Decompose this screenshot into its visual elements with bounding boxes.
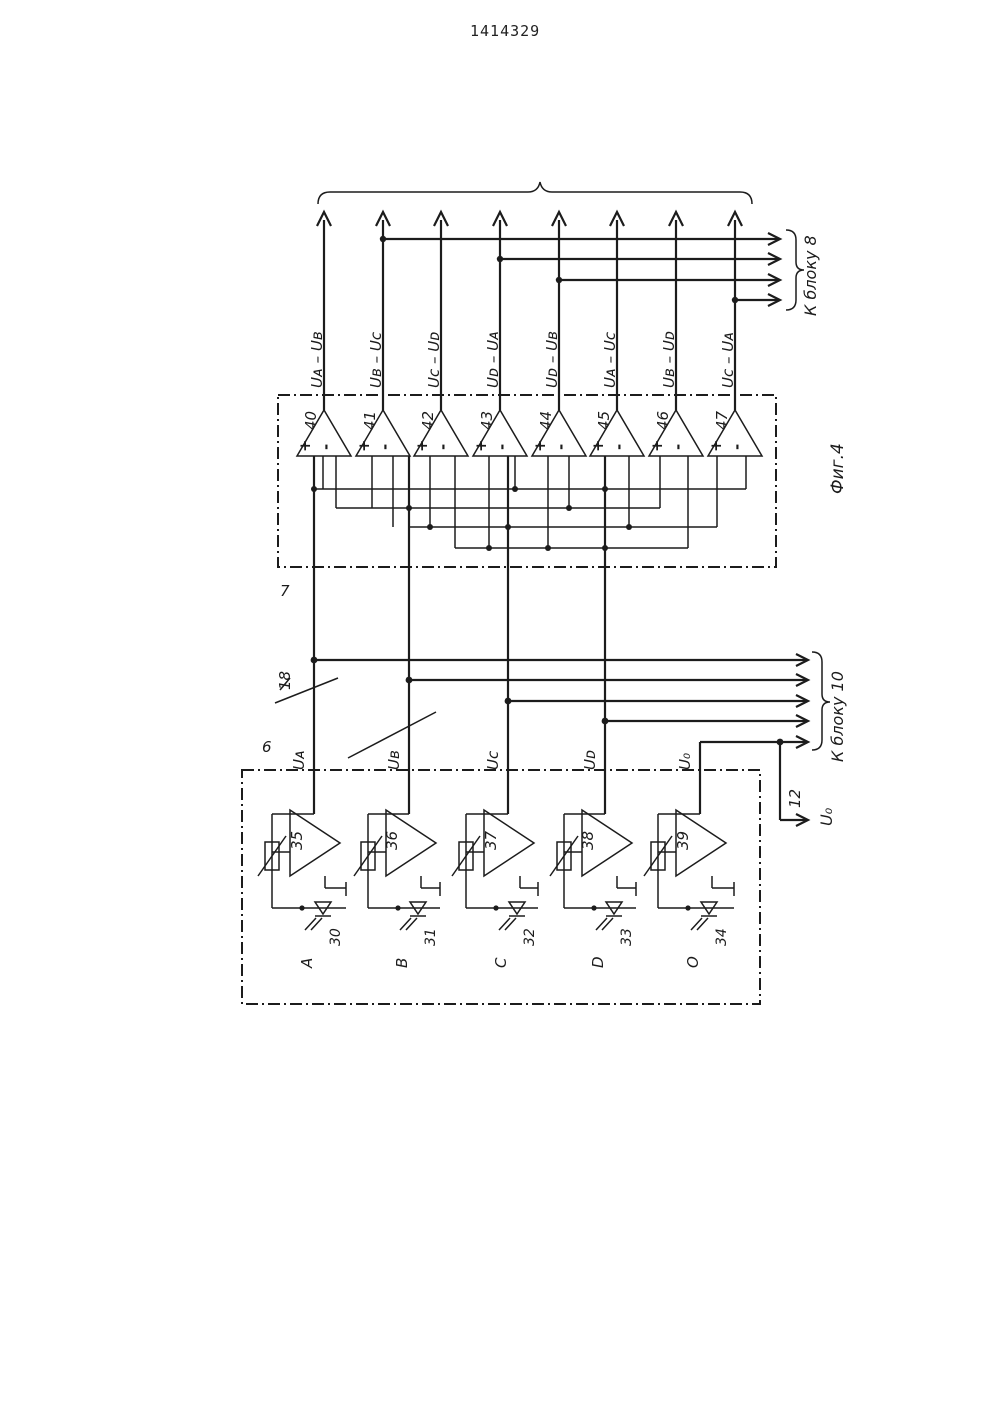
- photodiode-number-34: 34: [714, 928, 730, 946]
- amplifier-number-43: 43: [478, 411, 496, 430]
- schematic-wiring: [242, 182, 830, 1004]
- amplifier-minus-sign: -: [317, 444, 335, 450]
- amplifier-plus-sign: +: [531, 439, 549, 452]
- difference-output-label-40: Uᴀ – Uв: [308, 331, 326, 388]
- amplifier-minus-sign: -: [728, 444, 746, 450]
- sensor-circuit-36: [354, 810, 440, 916]
- amplifier-plus-sign: +: [413, 439, 431, 452]
- phase-label-B: B: [393, 958, 411, 968]
- block-7-number: 7: [280, 582, 290, 600]
- difference-output-label-45: Uᴀ – Uc: [601, 331, 619, 388]
- difference-output-label-42: Uc – Uᴅ: [425, 332, 443, 388]
- photodiode-number-33: 33: [619, 928, 635, 946]
- output-12-number: 12: [786, 789, 804, 808]
- amplifier-minus-sign: -: [610, 444, 628, 450]
- photodiode-number-32: 32: [522, 928, 538, 946]
- signal-label-O: U₀: [676, 753, 694, 770]
- amplifier-number-39: 39: [674, 831, 692, 850]
- amplifier-minus-sign: -: [434, 444, 452, 450]
- difference-output-label-44: Uᴅ – Uв: [543, 331, 561, 388]
- phase-label-O: O: [684, 956, 702, 968]
- amplifier-minus-sign: -: [552, 444, 570, 450]
- sensor-circuit-35: [258, 810, 346, 916]
- signal-label-A: Uᴀ: [290, 750, 308, 770]
- amplifier-number-45: 45: [595, 411, 613, 430]
- amplifier-number-37: 37: [482, 830, 500, 850]
- amplifier-number-46: 46: [654, 411, 672, 430]
- output-to-block-10-label: К блоку 10: [828, 671, 847, 762]
- amplifier-number-35: 35: [288, 831, 306, 850]
- difference-output-label-46: Uв – Uᴅ: [660, 331, 678, 388]
- difference-output-label-41: Uв – Uc: [367, 331, 385, 388]
- amplifier-number-44: 44: [537, 411, 555, 430]
- amplifier-number-38: 38: [579, 831, 597, 850]
- amplifier-number-41: 41: [361, 411, 379, 430]
- difference-output-label-43: Uᴅ – Uᴀ: [484, 331, 502, 388]
- phase-label-D: D: [589, 956, 607, 968]
- sensor-circuit-39: [644, 810, 734, 916]
- block-7-frame: [278, 395, 776, 567]
- difference-output-label-47: Uc – Uᴀ: [719, 332, 737, 388]
- sensor-circuit-37: [452, 810, 538, 916]
- signal-label-C: Uc: [484, 750, 502, 770]
- block-6-number: 6: [262, 738, 272, 756]
- phase-label-C: C: [492, 957, 510, 968]
- amplifier-plus-sign: +: [472, 439, 490, 452]
- light-arrows: [305, 918, 708, 930]
- photodiode-number-30: 30: [328, 928, 344, 946]
- amplifier-number-40: 40: [302, 411, 320, 430]
- bus-18-number: 18: [276, 671, 294, 690]
- signal-label-B: Uв: [385, 750, 403, 770]
- figure-caption: Фиг.4: [828, 443, 848, 494]
- amplifier-number-42: 42: [419, 411, 437, 430]
- output-to-block-8-label: К блоку 8: [801, 235, 820, 316]
- photodiode-number-31: 31: [423, 928, 439, 946]
- signal-label-D: Uᴅ: [581, 750, 599, 770]
- amplifier-minus-sign: -: [376, 444, 394, 450]
- amplifier-plus-sign: +: [355, 439, 373, 452]
- output-12-signal: U₀: [817, 807, 836, 826]
- amplifier-number-36: 36: [383, 831, 401, 850]
- sensor-circuit-38: [550, 810, 636, 916]
- amplifier-minus-sign: -: [493, 444, 511, 450]
- amplifier-plus-sign: +: [648, 439, 666, 452]
- schematic-annotations: 40+-Uᴀ – Uв41+-Uв – Uc42+-Uc – Uᴅ43+-Uᴅ …: [262, 235, 848, 969]
- phase-label-A: A: [298, 958, 316, 969]
- amplifier-plus-sign: +: [707, 439, 725, 452]
- amplifier-plus-sign: +: [589, 439, 607, 452]
- amplifier-plus-sign: +: [296, 439, 314, 452]
- amplifier-number-47: 47: [713, 410, 731, 430]
- amplifier-minus-sign: -: [669, 444, 687, 450]
